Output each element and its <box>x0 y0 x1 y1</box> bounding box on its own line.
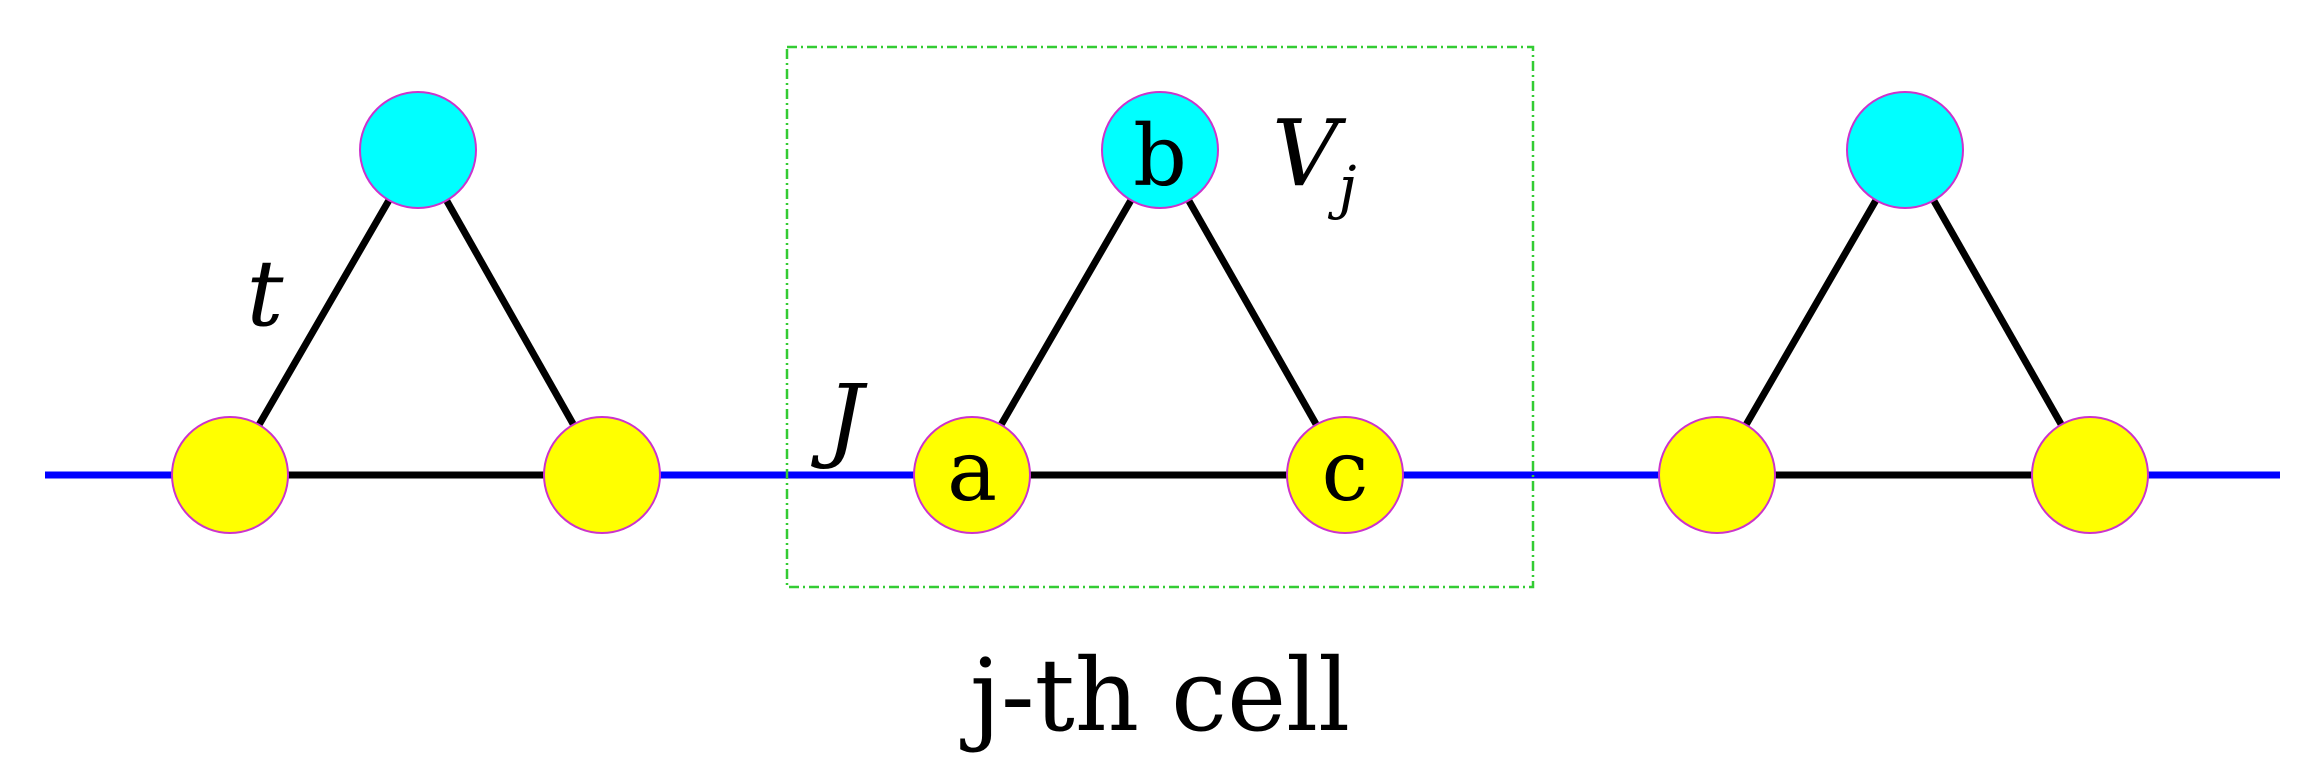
potential-main: V <box>1272 100 1347 207</box>
cell2-bond-ab <box>1713 148 1909 477</box>
cell0-bond-bc <box>414 148 606 477</box>
cell2-site-b <box>1846 91 1964 209</box>
site-label-b: b <box>1133 107 1187 205</box>
cell2-bond-bc <box>1901 148 2094 477</box>
hopping-label: t <box>247 240 285 347</box>
cell1-site-c <box>1286 416 1404 534</box>
cell0-site-a <box>171 416 289 534</box>
cell2-site-c <box>2031 416 2149 534</box>
site-label-a: a <box>947 422 997 520</box>
cell0-bond-ab <box>226 148 422 477</box>
potential-label: Vj <box>1272 100 1356 221</box>
cell0-site-c <box>543 416 661 534</box>
interaction-label: J <box>811 365 869 472</box>
cell-caption: j-th cell <box>960 637 1350 754</box>
unit-cell-box <box>785 45 1535 589</box>
cell1-bond-bc <box>1156 148 1349 477</box>
site-label-c: c <box>1321 422 1368 520</box>
cell0-site-b <box>359 91 477 209</box>
cell1-site-a <box>913 416 1031 534</box>
cell1-site-b <box>1101 91 1219 209</box>
cell2-site-a <box>1658 416 1776 534</box>
cell1-bond-ab <box>968 148 1164 477</box>
